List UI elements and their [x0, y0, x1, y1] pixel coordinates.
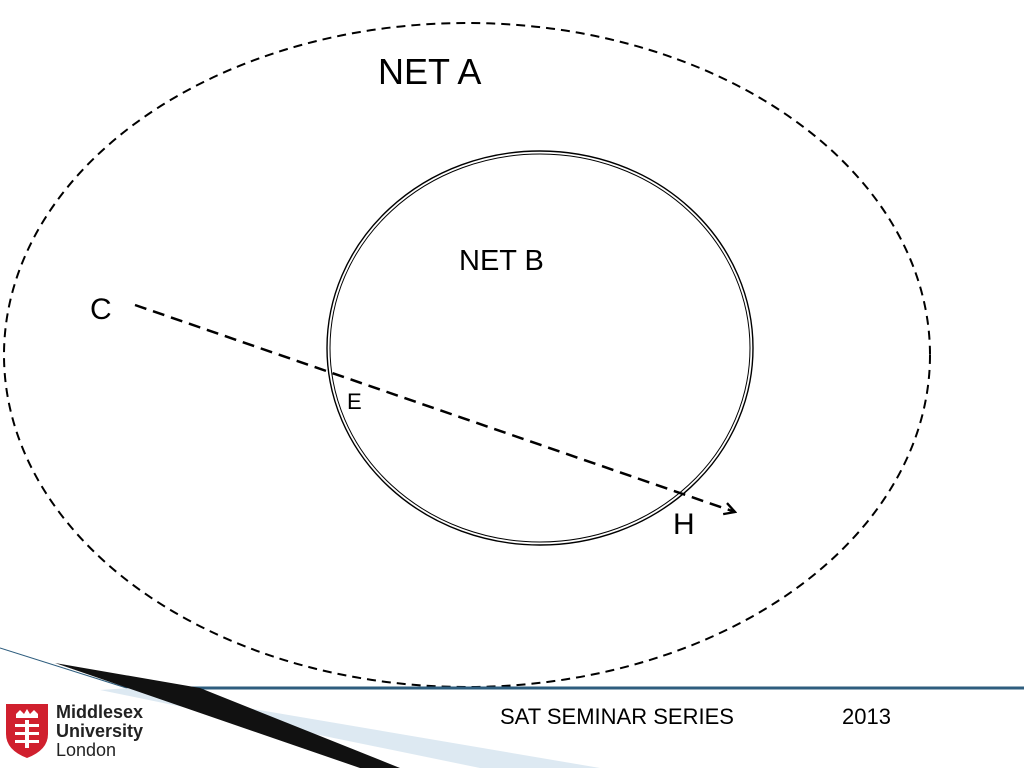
logo-line-1: Middlesex [56, 701, 144, 722]
net-b-boundary [326, 150, 754, 546]
logo-line-2: University [56, 720, 144, 741]
path-arrow [134, 303, 735, 512]
logo-line-3: London [56, 739, 117, 760]
footer-dark-wedge [55, 663, 400, 768]
net-a-label: NET A [378, 51, 481, 92]
footer-year: 2013 [842, 704, 891, 729]
point-e-label: E [347, 389, 362, 414]
university-logo: Middlesex University London [4, 698, 164, 764]
footer-series-title: SAT SEMINAR SERIES [500, 704, 734, 729]
net-b-boundary-inner [329, 153, 751, 543]
net-b-label: NET B [459, 245, 544, 277]
point-c-label: C [90, 293, 112, 326]
logo-wordmark: Middlesex University London [56, 701, 144, 760]
net-a-boundary [3, 22, 931, 688]
shield-icon [6, 704, 48, 758]
point-h-label: H [673, 508, 695, 541]
